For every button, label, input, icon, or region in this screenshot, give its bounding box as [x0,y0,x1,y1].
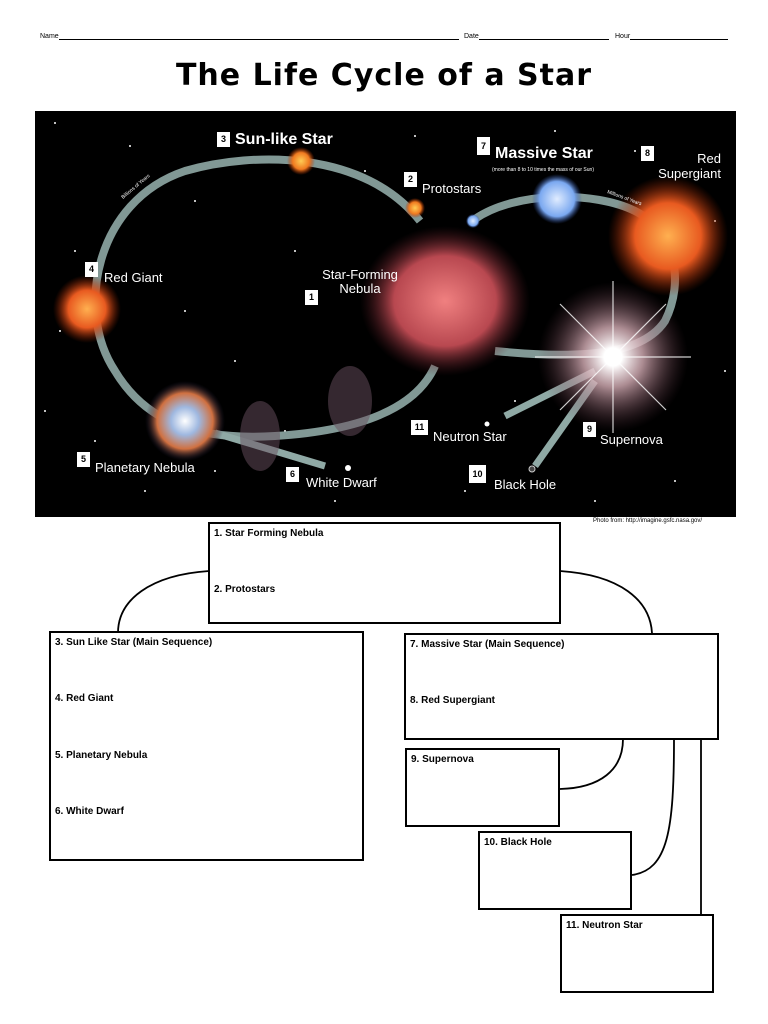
planetary-nebula-label: Planetary Nebula [95,460,195,475]
box-label-6: 6. White Dwarf [55,806,124,817]
box-label-10: 10. Black Hole [484,837,552,848]
box-black-hole[interactable]: 10. Black Hole [478,831,632,910]
number-7: 7 [477,137,490,155]
box-label-4: 4. Red Giant [55,693,114,704]
sun-like-star-image [287,147,315,175]
diagram-art: Billions of Years Millions of Years [44,122,728,502]
hour-field[interactable]: Hour [615,31,729,40]
hour-label: Hour [615,33,631,40]
photo-credit: Photo from: http://imagine.gsfc.nasa.gov… [593,518,703,524]
box-massive-path[interactable]: 7. Massive Star (Main Sequence) 8. Red S… [404,633,719,740]
number-8: 8 [641,146,654,161]
name-field[interactable]: Name [40,31,459,40]
date-label: Date [464,33,479,40]
number-2: 2 [404,172,417,187]
number-3: 3 [217,132,230,147]
neutron-star-label: Neutron Star [433,429,507,444]
number-6: 6 [286,467,299,482]
date-field[interactable]: Date [464,31,609,40]
red-giant-label: Red Giant [104,270,163,285]
red-supergiant-label: Red Supergiant [658,151,721,181]
star-forming-nebula-image [360,226,530,376]
star-forming-nebula-label: Star-Forming Nebula [322,267,398,296]
box-label-1: 1. Star Forming Nebula [214,528,324,539]
box-supernova[interactable]: 9. Supernova [405,748,560,827]
box-nebula-protostars[interactable]: 1. Star Forming Nebula 2. Protostars [208,522,561,624]
white-dwarf-label: White Dwarf [306,475,377,490]
box-label-9: 9. Supernova [411,754,474,765]
box-label-3: 3. Sun Like Star (Main Sequence) [55,637,213,648]
white-dwarf-image [345,465,351,471]
protostar-image [405,198,425,218]
massive-star-image [532,174,582,224]
number-11: 11 [411,420,428,435]
black-hole-image [528,465,536,473]
black-hole-label: Black Hole [494,477,557,492]
massive-star-note: (more than 8 to 10 times the mass of our… [492,167,594,173]
star-life-cycle-diagram: Billions of Years Millions of Years 3 Su… [35,111,736,517]
box-label-7: 7. Massive Star (Main Sequence) [410,639,565,650]
number-10: 10 [469,465,486,483]
neutron-star-image [484,421,490,427]
sun-like-star-label: Sun-like Star [235,131,333,148]
number-9: 9 [583,422,596,437]
student-info-line: Name Date Hour [40,31,730,45]
number-1: 1 [305,290,318,305]
planetary-nebula-image [145,381,225,461]
box-neutron-star[interactable]: 11. Neutron Star [560,914,714,993]
box-label-8: 8. Red Supergiant [410,695,496,706]
box-label-2: 2. Protostars [214,584,276,595]
box-label-5: 5. Planetary Nebula [55,750,148,761]
box-sun-like-path[interactable]: 3. Sun Like Star (Main Sequence) 4. Red … [49,631,364,861]
red-giant-image [53,275,121,343]
number-5: 5 [77,452,90,467]
massive-star-label: Massive Star [495,145,593,162]
protostars-label: Protostars [422,181,482,196]
box-label-11: 11. Neutron Star [566,920,643,931]
low-mass-cycle-path [91,155,439,441]
number-4: 4 [85,262,98,277]
supernova-label: Supernova [600,432,663,447]
name-label: Name [40,33,59,40]
red-supergiant-image [608,176,728,296]
page-title: The Life Cycle of a Star [175,58,593,93]
